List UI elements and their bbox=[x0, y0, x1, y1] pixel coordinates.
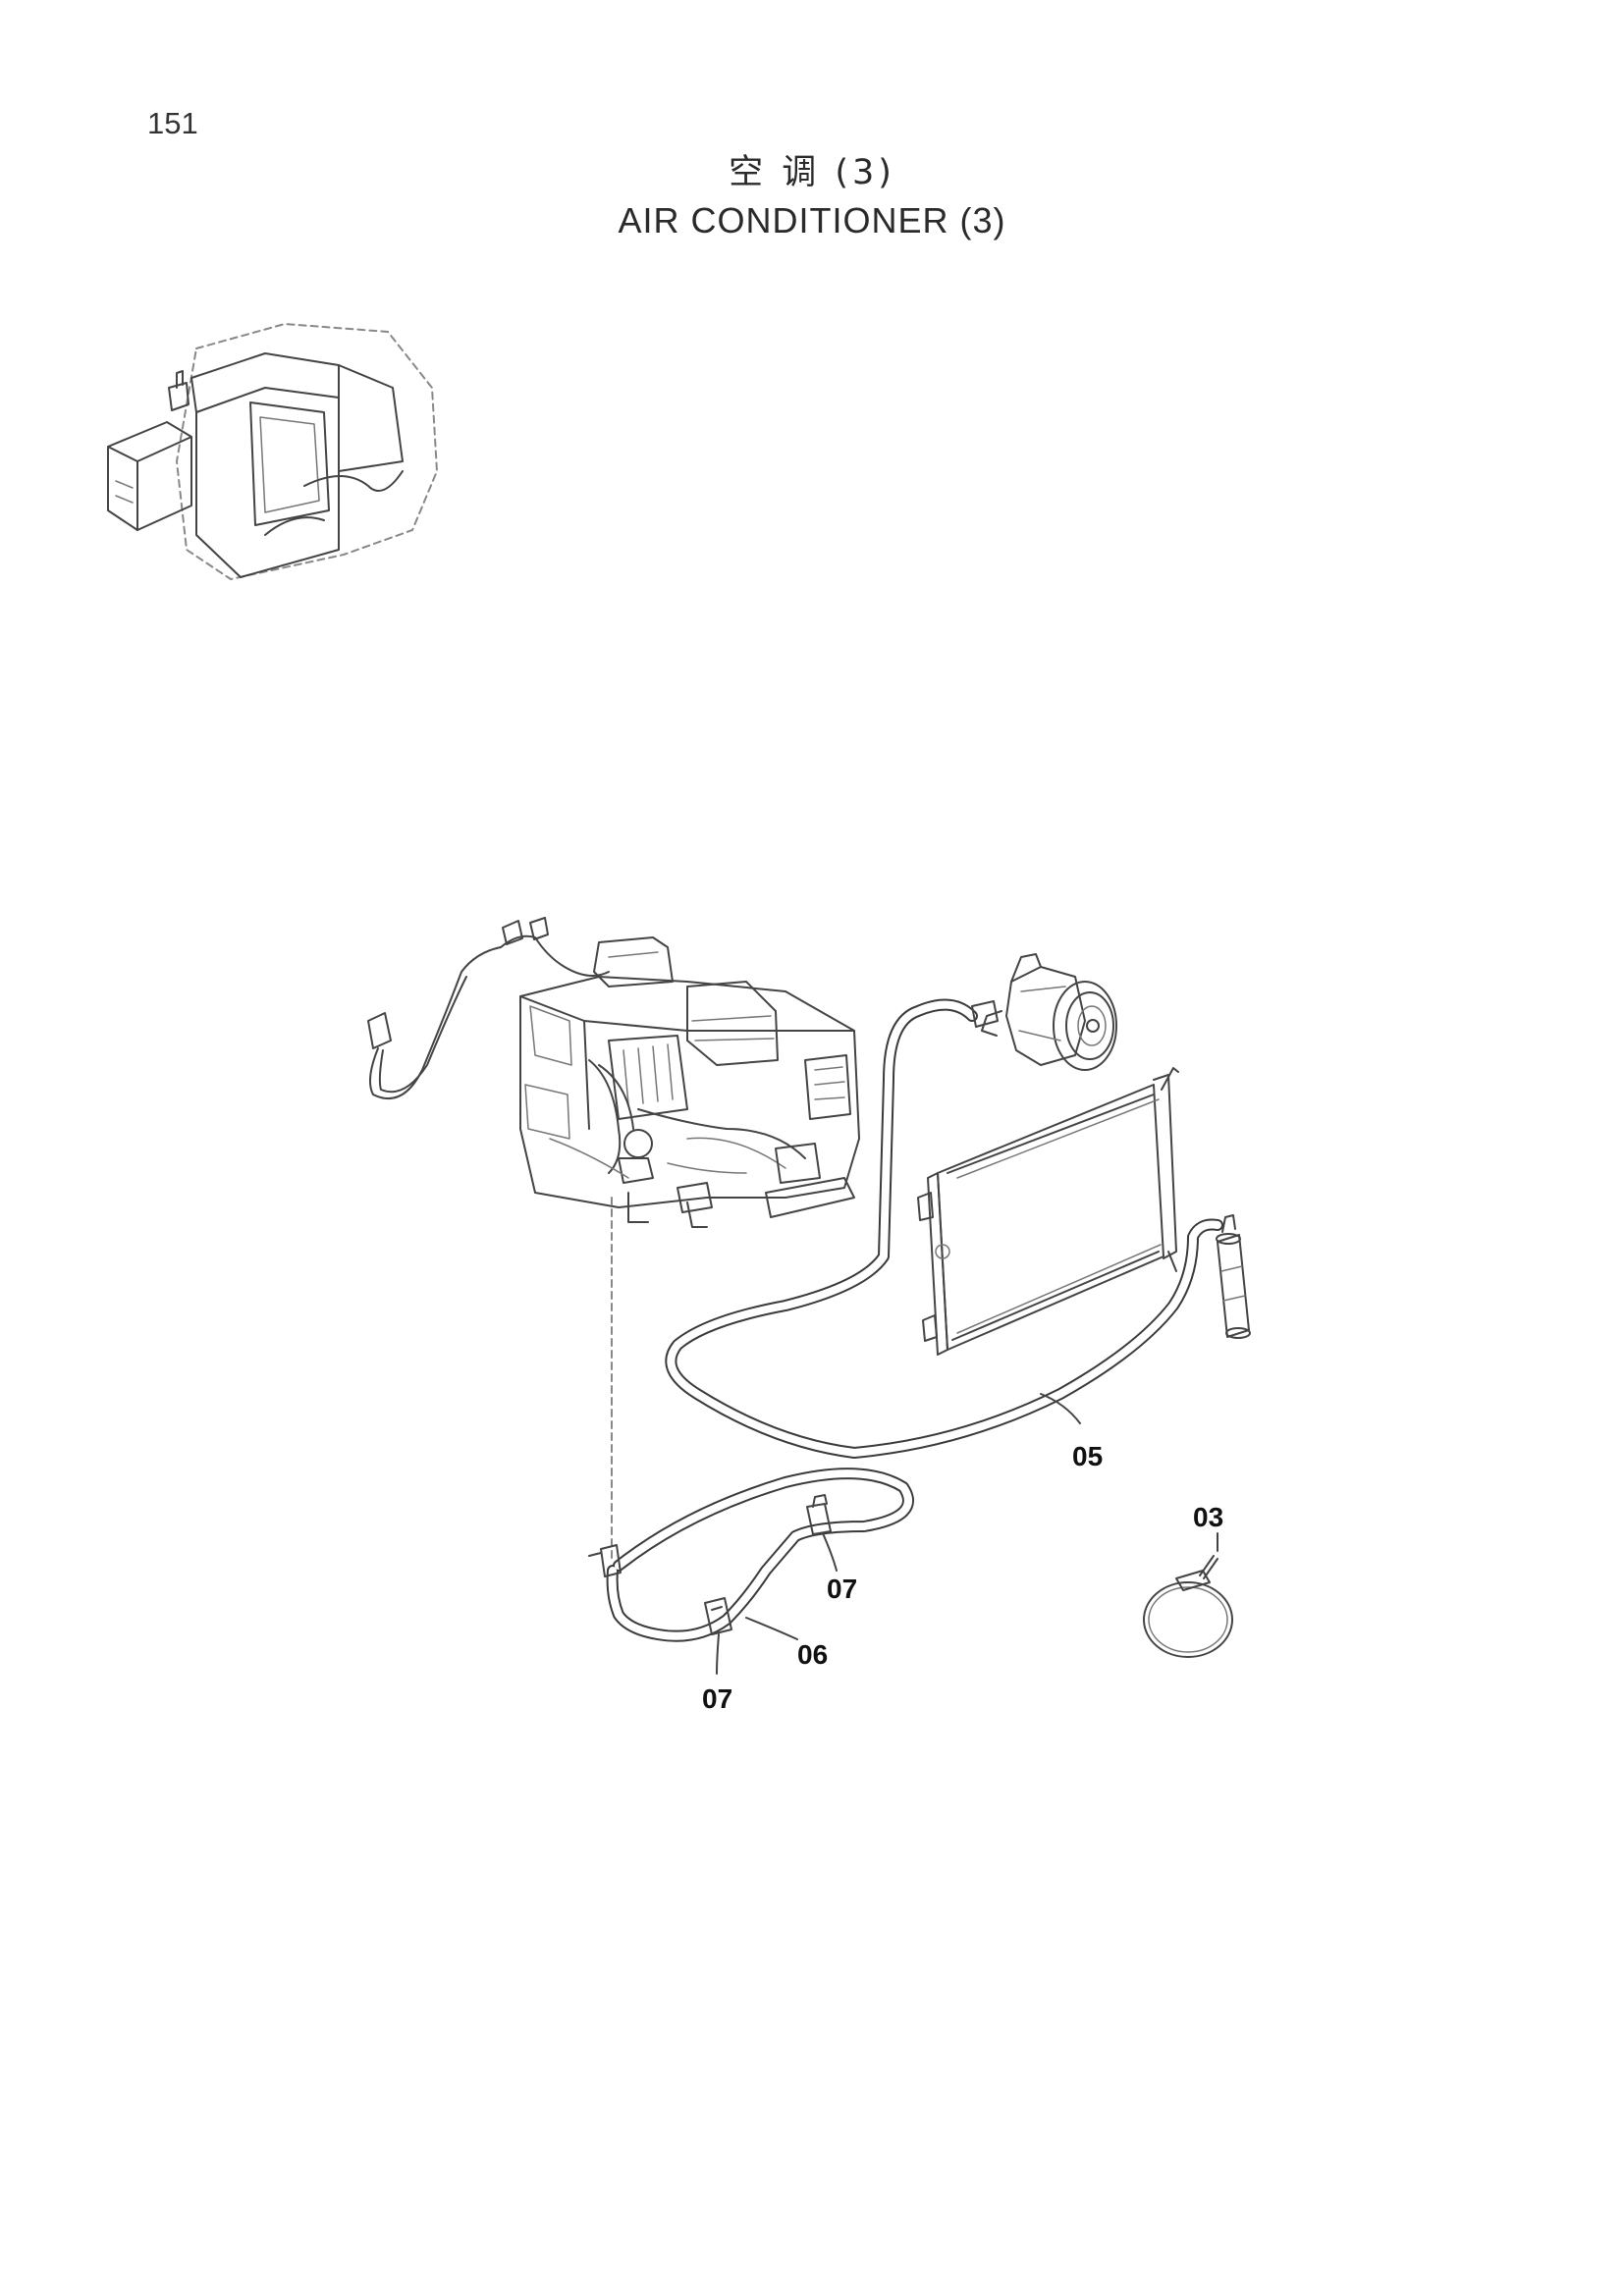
title-chinese: 空 调 (3) bbox=[729, 153, 895, 192]
hose-05-figure bbox=[665, 998, 1223, 1459]
callout-05: 05 bbox=[1072, 1441, 1103, 1471]
title-english: AIR CONDITIONER (3) bbox=[618, 200, 1006, 240]
clamp-07-upper-figure bbox=[806, 1494, 832, 1535]
clamp-07-lower-figure bbox=[704, 1597, 732, 1635]
leader-line-07-upper bbox=[822, 1532, 838, 1572]
page-number: 151 bbox=[147, 106, 198, 140]
heater-unit-figure bbox=[519, 936, 860, 1228]
wiring-harness-figure bbox=[367, 917, 610, 1099]
condenser-figure bbox=[917, 1067, 1179, 1356]
compressor-figure bbox=[981, 953, 1117, 1071]
callout-03: 03 bbox=[1193, 1502, 1223, 1532]
callout-06: 06 bbox=[797, 1639, 828, 1670]
leader-line-07-lower bbox=[716, 1633, 720, 1675]
callout-07-upper: 07 bbox=[827, 1574, 857, 1604]
machine-overview-figure bbox=[107, 322, 439, 581]
leader-line-06 bbox=[745, 1617, 798, 1640]
hose-band-03-figure bbox=[1143, 1555, 1233, 1658]
receiver-drier-figure bbox=[1216, 1214, 1251, 1339]
hose-06-figure bbox=[588, 1468, 914, 1642]
page-title: 空 调 (3) AIR CONDITIONER (3) bbox=[0, 149, 1624, 245]
callout-07-lower: 07 bbox=[702, 1683, 732, 1714]
leader-line-05 bbox=[1040, 1393, 1081, 1424]
